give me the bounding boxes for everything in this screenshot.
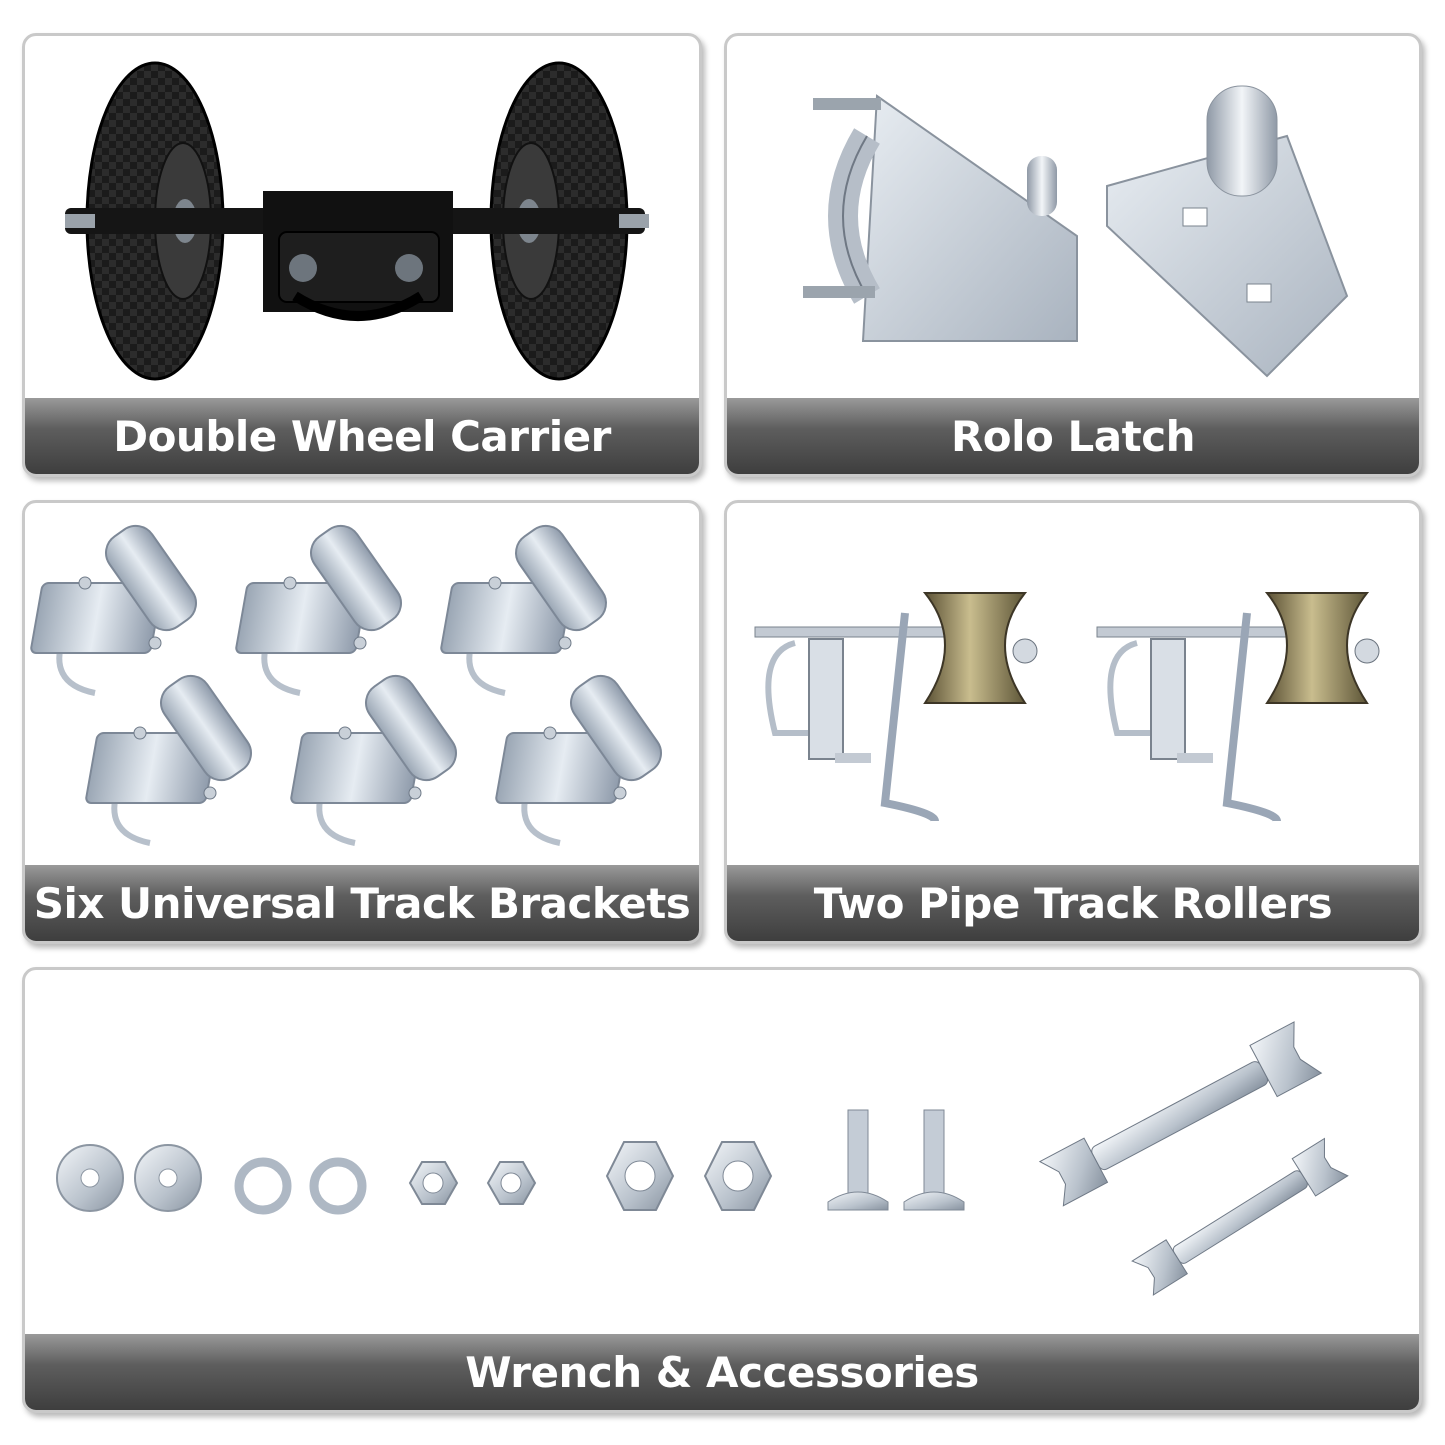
carrier-bracket <box>263 191 453 321</box>
latch-plate <box>1106 85 1349 378</box>
flat-washer <box>134 1144 202 1212</box>
panel-rolo-latch: Rolo Latch <box>724 33 1422 477</box>
latch-clamp <box>803 94 1078 342</box>
panel-track-brackets: Six Universal Track Brackets <box>22 500 702 944</box>
large-hex-nut <box>605 1141 675 1211</box>
track-bracket <box>440 518 614 693</box>
small-wrench <box>1131 1137 1349 1296</box>
pipe-track-rollers-image <box>727 503 1419 865</box>
panel-pipe-track-rollers: Two Pipe Track Rollers <box>724 500 1422 944</box>
rolo-latch-image <box>803 85 1349 378</box>
panel-wrench-accessories: Wrench & Accessories <box>22 967 1422 1413</box>
flat-washer <box>56 1144 124 1212</box>
panel-caption: Rolo Latch <box>727 398 1419 474</box>
pipe-track-roller <box>755 593 1037 821</box>
pipe-track-roller <box>1097 593 1379 821</box>
track-bracket <box>495 668 669 843</box>
track-bracket <box>235 518 409 693</box>
lock-washer <box>234 1157 292 1215</box>
track-bracket <box>30 518 204 693</box>
panel-caption: Wrench & Accessories <box>25 1334 1419 1410</box>
panel-double-wheel-carrier: Double Wheel Carrier <box>22 33 702 477</box>
double-wheel-carrier-image <box>65 61 649 381</box>
carriage-bolt <box>827 1109 889 1211</box>
wrench-accessories-image <box>56 1021 1349 1296</box>
large-wrench <box>1038 1021 1323 1207</box>
carriage-bolt <box>903 1109 965 1211</box>
panel-caption: Double Wheel Carrier <box>25 398 699 474</box>
large-hex-nut <box>703 1141 773 1211</box>
panel-caption: Two Pipe Track Rollers <box>727 865 1419 941</box>
track-bracket <box>290 668 464 843</box>
small-hex-nut <box>486 1161 537 1205</box>
track-bracket <box>85 668 259 843</box>
small-hex-nut <box>408 1161 459 1205</box>
panel-caption: Six Universal Track Brackets <box>25 865 699 941</box>
lock-washer <box>309 1157 367 1215</box>
track-brackets-image <box>25 503 699 865</box>
